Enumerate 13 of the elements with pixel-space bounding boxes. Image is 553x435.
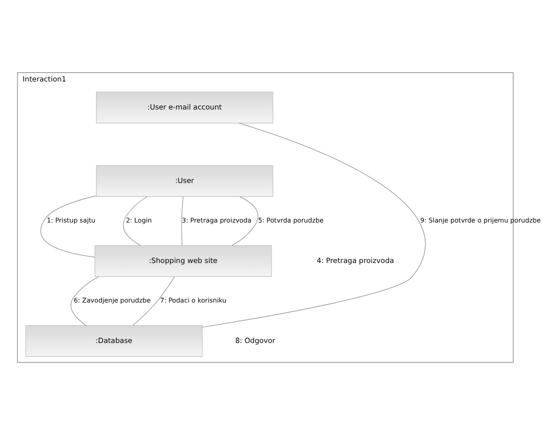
label: 8: Odgovor — [235, 336, 276, 345]
node-box: :User e-mail account — [96, 92, 274, 124]
node-box: :Shopping web site — [94, 245, 272, 277]
connector — [181, 196, 184, 246]
connector — [70, 276, 100, 326]
connector — [231, 196, 258, 246]
connector — [40, 195, 97, 258]
connector — [202, 122, 426, 328]
connector — [132, 276, 175, 326]
node-box: :User — [96, 165, 274, 197]
connector — [122, 196, 148, 246]
label: 4: Pretraga proizvoda — [316, 256, 394, 265]
node-box: :Database — [25, 325, 203, 357]
